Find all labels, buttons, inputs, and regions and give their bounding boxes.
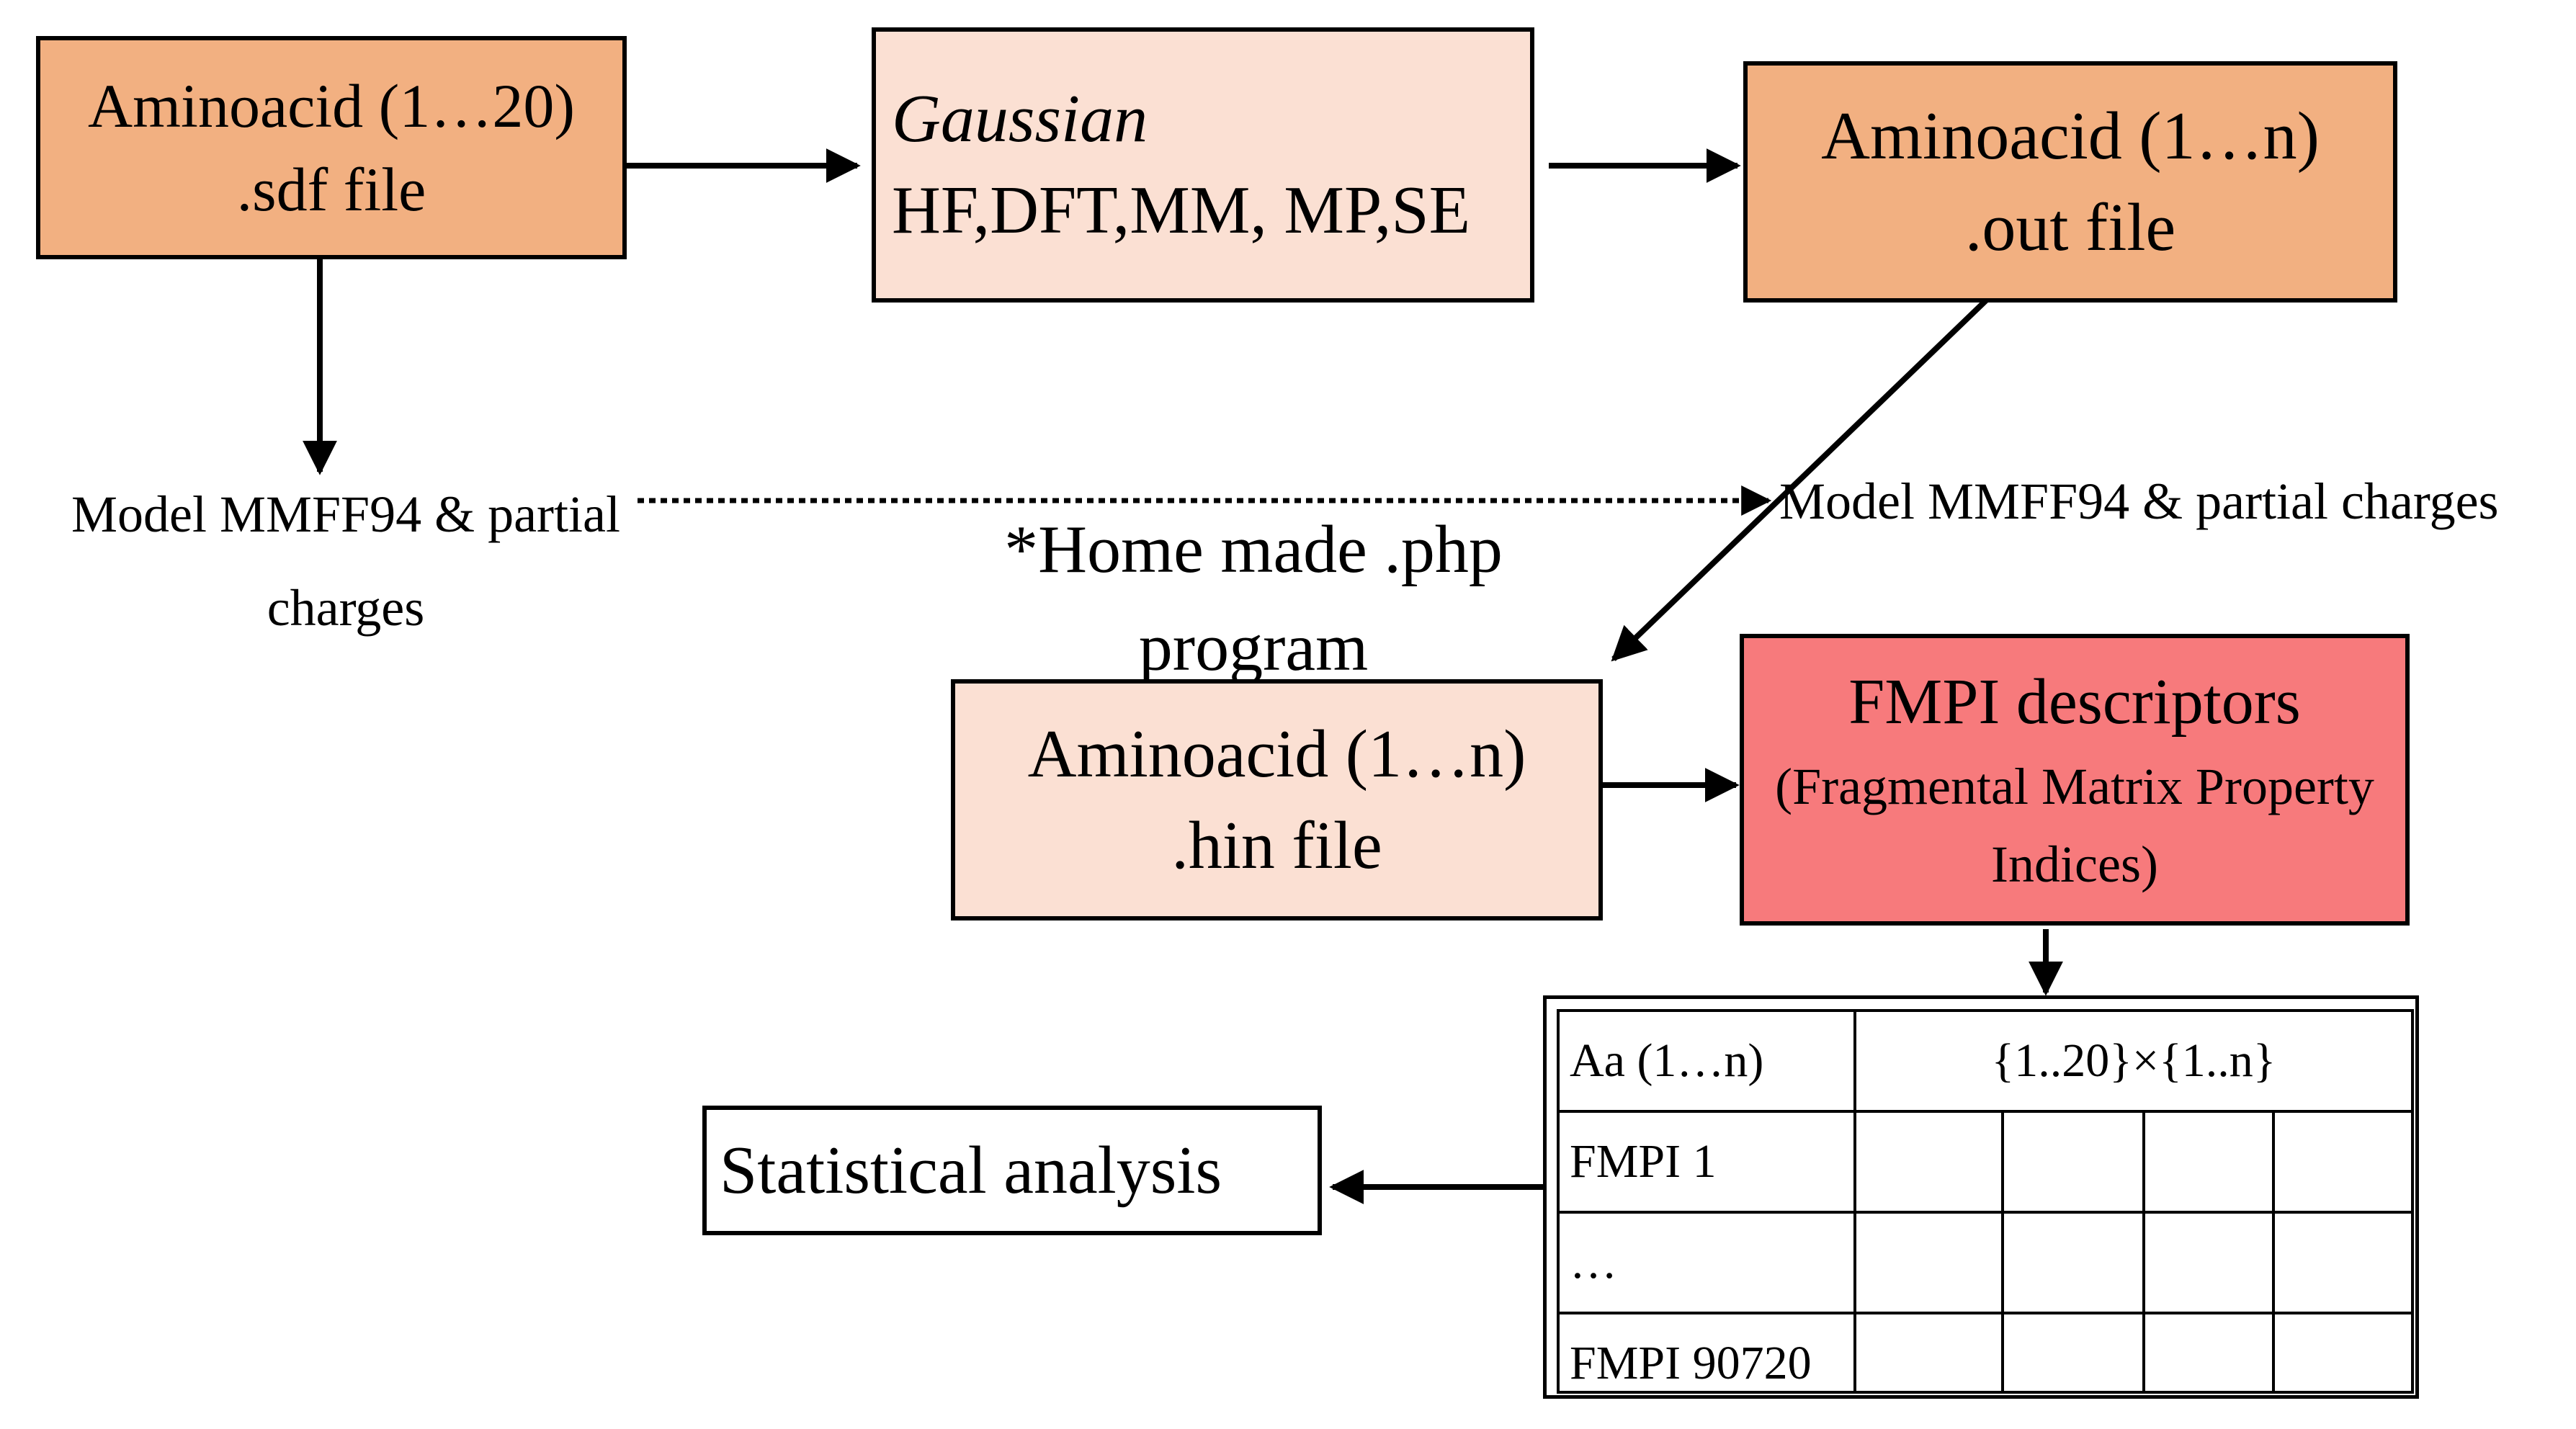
table-row-label: FMPI 1: [1557, 1110, 1856, 1214]
gaussian-method-node: Gaussian HF,DFT,MM, MP,SE: [872, 27, 1534, 303]
input-node-subtitle: .sdf file: [236, 155, 426, 224]
method-node-title: Gaussian: [892, 81, 1148, 157]
table-row-label: …: [1557, 1211, 1856, 1314]
statistical-analysis-node: Statistical analysis: [702, 1106, 1322, 1235]
table-cell: [2001, 1110, 2145, 1214]
input-sdf-node: Aminoacid (1…20) .sdf file: [36, 36, 627, 259]
arrow-output-to-hin: [1611, 282, 2005, 662]
table-cell: [1853, 1110, 2004, 1214]
table-row: FMPI 1: [1557, 1110, 2414, 1214]
table-header-dims: {1..20}×{1..n}: [1853, 1009, 2414, 1113]
input-node-title: Aminoacid (1…20): [88, 71, 575, 140]
hin-node-title: Aminoacid (1…n): [1027, 716, 1526, 792]
php-program-label-line2: program: [1138, 610, 1369, 686]
output-node-title: Aminoacid (1…n): [1821, 98, 2320, 174]
table-cell: [1853, 1312, 2004, 1394]
model-right-label: Model MMFF94 & partial charges: [1779, 472, 2499, 530]
table-cell: [1853, 1211, 2004, 1314]
table-cell: [2272, 1312, 2414, 1394]
table-cell: [2272, 1211, 2414, 1314]
hin-node-subtitle: .hin file: [1171, 807, 1382, 883]
table-cell: [2142, 1110, 2275, 1214]
fmpi-node-title: FMPI descriptors: [1848, 666, 2301, 738]
output-node-subtitle: .out file: [1964, 189, 2176, 265]
output-out-node: Aminoacid (1…n) .out file: [1743, 61, 2397, 303]
php-program-label-line1: *Home made .php: [1004, 512, 1503, 587]
table-header-aa: Aa (1…n): [1557, 1009, 1856, 1113]
stats-node-label: Statistical analysis: [720, 1132, 1222, 1208]
table-row: …: [1557, 1211, 2414, 1314]
table-cell: [2272, 1110, 2414, 1214]
method-node-methods: HF,DFT,MM, MP,SE: [892, 173, 1471, 248]
fmpi-node-subtitle-end: Indices): [1991, 836, 2158, 894]
php-program-label: *Home made .php program: [958, 501, 1549, 697]
model-left-label-line1: Model MMFF94 & partial: [71, 485, 620, 543]
table-header-row: Aa (1…n) {1..20}×{1..n}: [1557, 1009, 2414, 1113]
model-left-label-line2: charges: [267, 578, 425, 637]
table-cell: [2142, 1312, 2275, 1394]
fmpi-descriptors-node: FMPI descriptors (Fragmental Matrix Prop…: [1740, 634, 2410, 926]
fmpi-matrix-table: Aa (1…n) {1..20}×{1..n} FMPI 1 … FMPI 90…: [1543, 995, 2419, 1399]
table-cell: [2142, 1211, 2275, 1314]
fmpi-node-subtitle: (Fragmental Matrix Property: [1775, 758, 2374, 816]
model-left-label: Model MMFF94 & partial charges: [36, 468, 656, 655]
table-cell: [2001, 1211, 2145, 1314]
table-row-label: FMPI 90720: [1557, 1312, 1856, 1394]
fmpi-matrix-grid: Aa (1…n) {1..20}×{1..n} FMPI 1 … FMPI 90…: [1557, 1009, 2414, 1394]
hin-file-node: Aminoacid (1…n) .hin file: [951, 679, 1603, 920]
table-cell: [2001, 1312, 2145, 1394]
table-row: FMPI 90720: [1557, 1312, 2414, 1394]
